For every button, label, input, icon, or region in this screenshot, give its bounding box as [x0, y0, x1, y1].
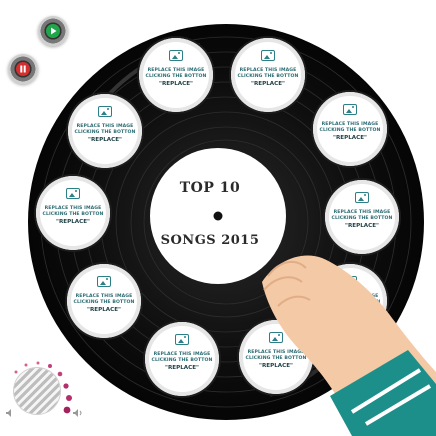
- image-placeholder-icon: [175, 334, 189, 345]
- image-placeholder-icon: [355, 192, 369, 203]
- stop-button[interactable]: [8, 54, 38, 84]
- slot-instruction-line2: CLICKING THE BOTTON: [245, 356, 307, 361]
- slot-instruction-line1: REPLACE THIS IMAGE: [239, 68, 297, 73]
- slot-replace-label: "REPLACE": [251, 81, 285, 87]
- slot-replace-label: "REPLACE": [56, 219, 90, 225]
- slot-replace-label: "REPLACE": [259, 363, 293, 369]
- slot-replace-label: "REPLACE": [159, 81, 193, 87]
- slot-replace-label: "REPLACE": [333, 135, 367, 141]
- volume-dial[interactable]: [14, 368, 60, 414]
- slot-instruction-line2: CLICKING THE BOTTON: [151, 358, 213, 363]
- speaker-low-icon: [6, 409, 11, 417]
- image-placeholder-icon: [261, 50, 275, 61]
- volume-dots: [14, 361, 72, 414]
- slot-instruction-line1: REPLACE THIS IMAGE: [247, 350, 305, 355]
- slot-instruction-line2: CLICKING THE BOTTON: [319, 128, 381, 133]
- slot-instruction-line1: REPLACE THIS IMAGE: [76, 124, 134, 129]
- slot-instruction-line1: REPLACE THIS IMAGE: [333, 210, 391, 215]
- slot-replace-label: "REPLACE": [165, 365, 199, 371]
- image-placeholder-icon: [343, 104, 357, 115]
- image-placeholder-icon: [98, 106, 112, 117]
- speaker-high-icon: [73, 409, 82, 417]
- slot-replace-label: "REPLACE": [345, 223, 379, 229]
- slot-instruction-line2: CLICKING THE BOTTON: [319, 300, 381, 305]
- slot-instruction-line2: CLICKING THE BOTTON: [145, 74, 207, 79]
- slot-instruction-line2: CLICKING THE BOTTON: [73, 300, 135, 305]
- image-placeholder-icon: [169, 50, 183, 61]
- slot-instruction-line2: CLICKING THE BOTTON: [42, 212, 104, 217]
- image-placeholder-icon: [269, 332, 283, 343]
- slot-instruction-line1: REPLACE THIS IMAGE: [147, 68, 205, 73]
- slot-instruction-line2: CLICKING THE BOTTON: [331, 216, 393, 221]
- play-button[interactable]: [38, 16, 68, 46]
- center-label-title: TOP 10: [179, 180, 241, 196]
- slot-instruction-line2: CLICKING THE BOTTON: [74, 130, 136, 135]
- slot-instruction-line2: CLICKING THE BOTTON: [237, 74, 299, 79]
- image-placeholder-icon: [66, 188, 80, 199]
- slot-instruction-line1: REPLACE THIS IMAGE: [44, 206, 102, 211]
- play-icon: [46, 24, 60, 38]
- center-label-subtitle: SONGS 2015: [160, 233, 260, 248]
- slot-replace-label: "REPLACE": [88, 137, 122, 143]
- stop-icon: [16, 62, 30, 76]
- slot-instruction-line1: REPLACE THIS IMAGE: [321, 294, 379, 299]
- slot-instruction-line1: REPLACE THIS IMAGE: [321, 122, 379, 127]
- image-placeholder-icon: [343, 276, 357, 287]
- slot-replace-label: "REPLACE": [87, 307, 121, 313]
- slot-instruction-line1: REPLACE THIS IMAGE: [153, 352, 211, 357]
- slot-instruction-line1: REPLACE THIS IMAGE: [75, 294, 133, 299]
- spindle-hole: [213, 211, 223, 221]
- slot-replace-label: "REPLACE": [333, 307, 367, 313]
- image-placeholder-icon: [97, 276, 111, 287]
